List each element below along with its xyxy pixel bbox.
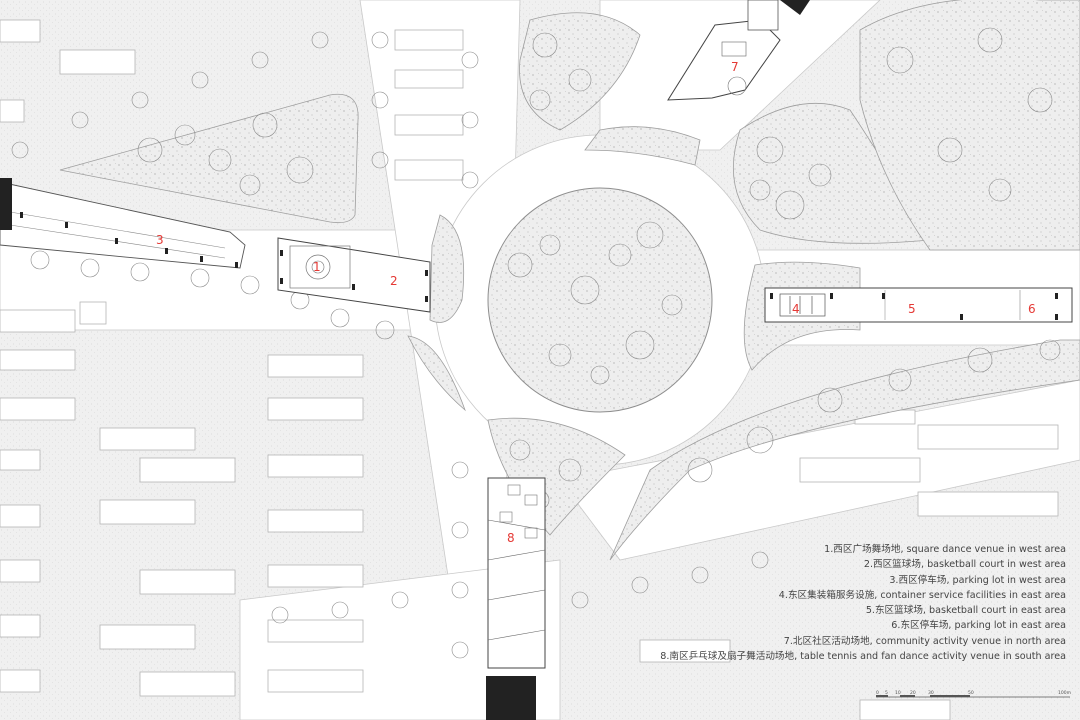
scale-tick-20: 20: [910, 690, 916, 696]
site-label-2: 2: [390, 274, 398, 288]
map-legend: 1.西区广场舞场地, square dance venue in west ar…: [660, 542, 1066, 664]
tree-canopies: [11, 27, 1061, 659]
roundabout-island: [487, 187, 713, 413]
scale-tick-5: 5: [885, 690, 888, 696]
site-label-8: 8: [507, 531, 515, 545]
legend-item: 6.东区停车场, parking lot in east area: [891, 620, 1066, 632]
legend-item: 5.东区篮球场, basketball court in east area: [865, 605, 1066, 617]
legend-item: 7.北区社区活动场地, community activity venue in …: [783, 635, 1066, 647]
scale-tick-30: 30: [928, 690, 934, 696]
scale-tick-100: 100m: [1058, 690, 1071, 696]
scale-tick-50: 50: [968, 690, 974, 696]
west-parking-lot: [0, 178, 246, 269]
site-label-7: 7: [731, 60, 739, 74]
scale-tick-0: 0: [876, 690, 879, 696]
legend-item: 8.南区乒乓球及扇子舞活动场地, table tennis and fan da…: [660, 651, 1066, 663]
scale-bar: 0 5 10 20 30 50 100m: [876, 690, 1071, 698]
scale-tick-10: 10: [895, 690, 901, 696]
legend-item: 1.西区广场舞场地, square dance venue in west ar…: [824, 544, 1066, 555]
legend-item: 3.西区停车场, parking lot in west area: [889, 574, 1066, 586]
site-label-5: 5: [908, 302, 916, 316]
site-label-4: 4: [792, 302, 800, 316]
north-activity-venue: [667, 0, 810, 101]
site-label-3: 3: [156, 233, 164, 247]
site-label-1: 1: [313, 260, 321, 274]
site-label-6: 6: [1028, 302, 1036, 316]
west-plaza-and-court: [277, 237, 431, 313]
legend-item: 4.东区集装箱服务设施, container service facilitie…: [778, 589, 1066, 601]
site-numbers: 1 2 3 4 5 6 7 8: [156, 60, 1036, 545]
legend-item: 2.西区篮球场, basketball court in west area: [863, 559, 1066, 571]
east-facilities-strip: [764, 287, 1073, 323]
west-buildings: [0, 19, 464, 697]
south-table-tennis-venue: [486, 477, 546, 720]
